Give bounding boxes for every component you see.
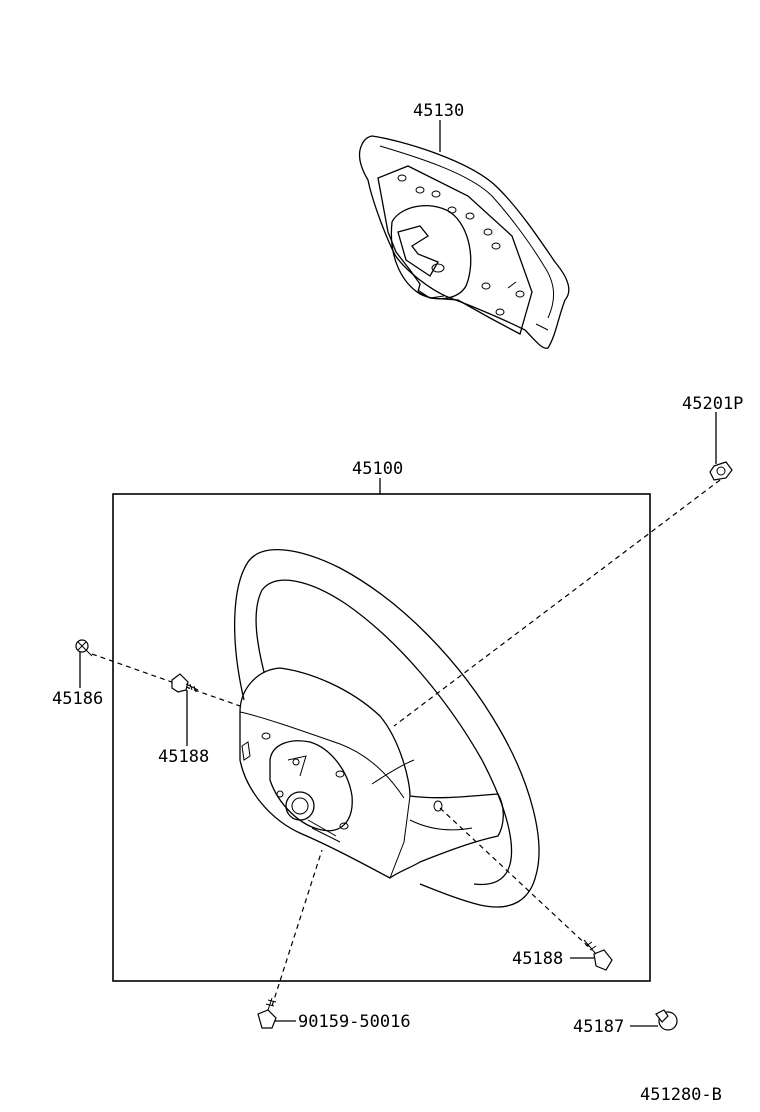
- label-45188-right: 45188: [512, 949, 563, 969]
- label-45187: 45187: [573, 1017, 624, 1037]
- bolt-45188-left: [171, 673, 199, 693]
- screw-45186: [75, 639, 93, 657]
- label-45188-left: 45188: [158, 747, 209, 767]
- airbag-cover-assembly: [358, 135, 570, 349]
- install-line-45201p: [393, 479, 721, 727]
- label-45130: 45130: [413, 101, 464, 121]
- install-line-45188-right: [439, 807, 593, 951]
- steering-wheel: [233, 549, 540, 908]
- label-45201p: 45201P: [682, 394, 743, 414]
- label-90159-50016: 90159-50016: [298, 1012, 411, 1032]
- assembly-frame: [112, 493, 651, 982]
- label-45100: 45100: [352, 459, 403, 479]
- nut-45201p: [709, 461, 733, 481]
- bolt-45188-right: [583, 939, 613, 971]
- install-line-45186: [91, 653, 241, 707]
- screw-90159-50016: [257, 997, 277, 1029]
- nut-45187: [655, 1009, 678, 1031]
- diagram-id: 451280-B: [640, 1085, 722, 1105]
- install-line-90159: [271, 849, 323, 1007]
- label-45186: 45186: [52, 689, 103, 709]
